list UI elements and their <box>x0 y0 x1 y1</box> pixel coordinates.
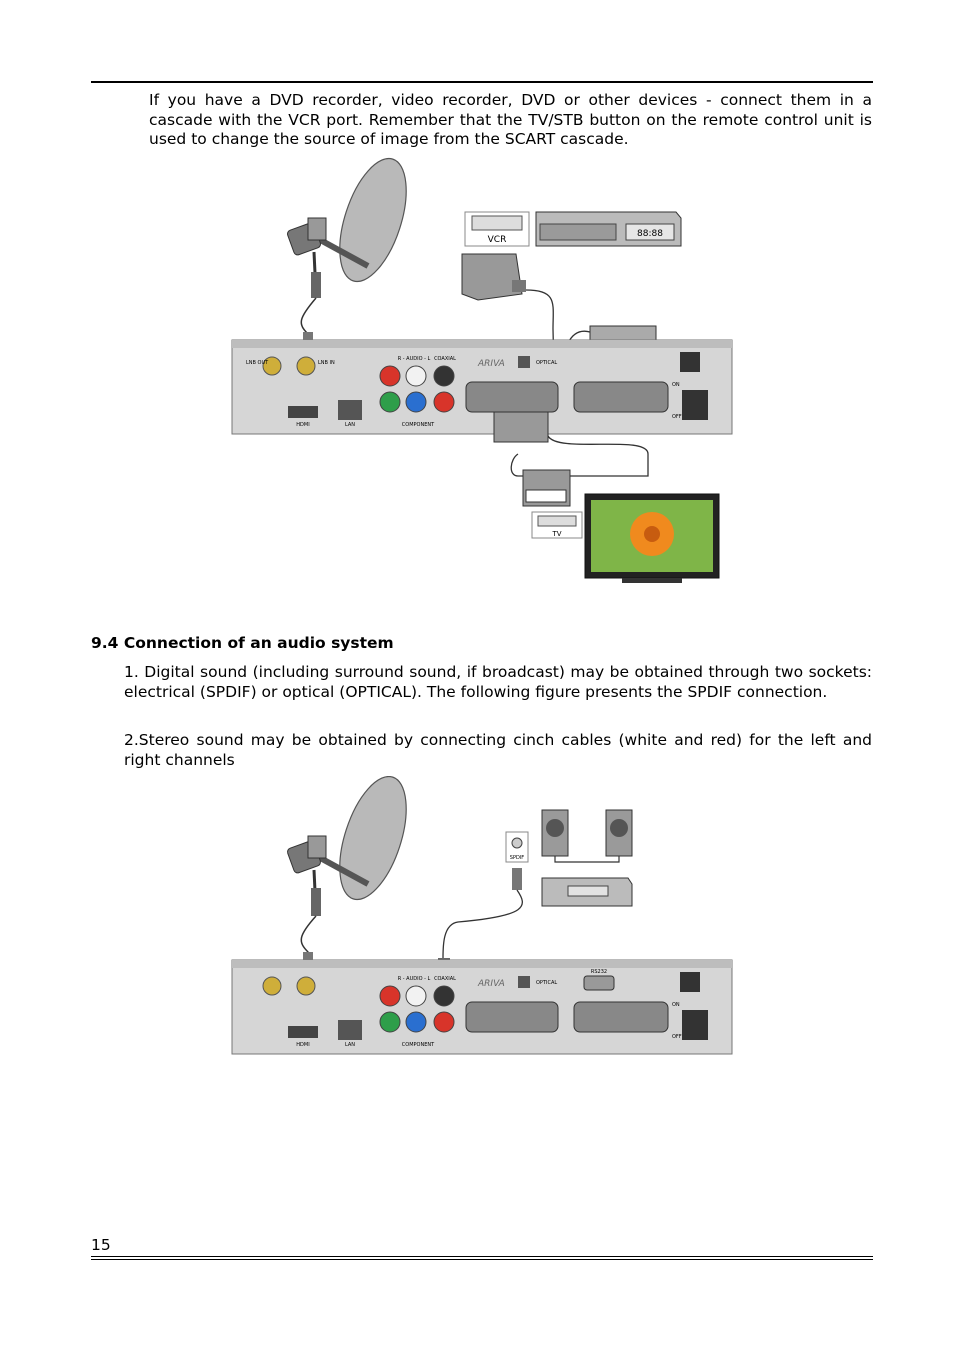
svg-text:RS232: RS232 <box>591 969 607 975</box>
vcr-port-badge: VCR <box>464 211 530 247</box>
svg-text:OFF: OFF <box>672 414 682 420</box>
receiver-back-panel: LNB OUT LNB IN HDMI LAN R - AUDIO - L CO… <box>231 339 733 435</box>
svg-text:OFF: OFF <box>672 1034 682 1040</box>
footer-rule <box>91 1259 873 1260</box>
svg-text:ON: ON <box>672 1002 680 1008</box>
list-item-2: 2.Stereo sound may be obtained by connec… <box>124 731 872 769</box>
list-item-1: 1. Digital sound (including surround sou… <box>124 663 872 701</box>
television-icon <box>584 493 720 583</box>
section-heading: 9.4 Connection of an audio system <box>91 634 394 652</box>
svg-text:ON: ON <box>672 382 680 388</box>
speaker-icon <box>605 809 633 857</box>
speaker-icon <box>541 809 569 857</box>
svg-text:SPDIF: SPDIF <box>510 855 525 861</box>
scart-plug-icon <box>461 253 526 301</box>
tv-port-badge: TV <box>531 511 583 539</box>
scart-plug-icon <box>493 411 549 443</box>
svg-text:LNB IN: LNB IN <box>318 360 335 366</box>
svg-text:COMPONENT: COMPONENT <box>402 1042 435 1048</box>
svg-text:COAXIAL: COAXIAL <box>434 976 456 982</box>
svg-text:COAXIAL: COAXIAL <box>434 356 456 362</box>
amplifier-icon <box>541 877 633 907</box>
svg-text:R - AUDIO - L: R - AUDIO - L <box>398 356 431 362</box>
satellite-dish-icon <box>287 776 407 916</box>
vcr-device-icon: 88:88 <box>535 211 682 247</box>
svg-text:88:88: 88:88 <box>637 229 663 239</box>
footer-rule <box>91 1256 873 1257</box>
svg-text:COMPONENT: COMPONENT <box>402 422 435 428</box>
satellite-dish-icon <box>287 157 407 298</box>
scart-plug-icon <box>522 469 571 507</box>
svg-text:VCR: VCR <box>488 235 507 245</box>
receiver-back-panel: HDMI LAN R - AUDIO - L COAXIAL COMPONENT… <box>231 959 733 1055</box>
svg-text:OPTICAL: OPTICAL <box>536 360 557 366</box>
page-number: 15 <box>91 1236 111 1254</box>
svg-text:LAN: LAN <box>345 1042 355 1048</box>
spdif-port-badge: SPDIF <box>505 831 529 863</box>
scart-cascade-figure: VCR 88:88 LNB OUT LNB IN HDMI LAN R - AU… <box>231 157 733 583</box>
header-rule <box>91 81 873 83</box>
svg-text:OPTICAL: OPTICAL <box>536 980 557 986</box>
svg-text:TV: TV <box>551 530 561 538</box>
svg-text:LAN: LAN <box>345 422 355 428</box>
svg-text:HDMI: HDMI <box>296 422 309 428</box>
svg-text:ARIVA: ARIVA <box>477 359 505 369</box>
intro-paragraph: If you have a DVD recorder, video record… <box>149 91 872 148</box>
spdif-connection-figure: SPDIF HDMI LAN R - AUDIO - L COAXIAL COM… <box>231 776 733 1055</box>
svg-text:ARIVA: ARIVA <box>477 979 505 989</box>
svg-text:LNB OUT: LNB OUT <box>246 360 269 366</box>
svg-text:R - AUDIO - L: R - AUDIO - L <box>398 976 431 982</box>
svg-text:HDMI: HDMI <box>296 1042 309 1048</box>
